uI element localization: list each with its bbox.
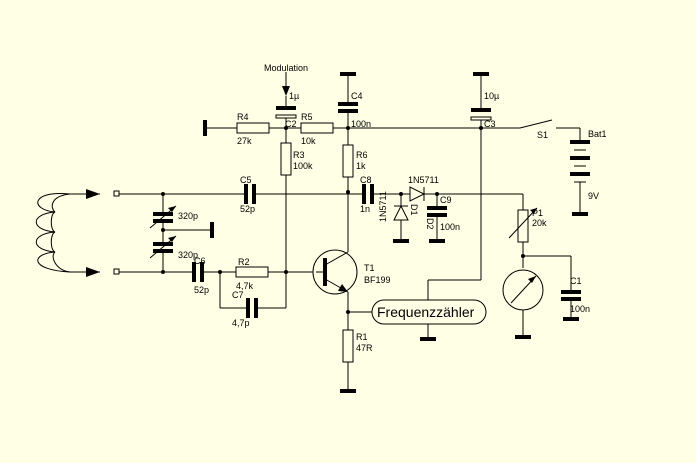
label-r5-name: R5 bbox=[301, 112, 313, 122]
label-r2-value: 4,7k bbox=[236, 281, 254, 291]
coil-inductor bbox=[35, 189, 100, 277]
capacitor-c9 bbox=[427, 194, 447, 243]
label-bat1: Bat1 bbox=[588, 129, 607, 139]
label-p1-value: 20k bbox=[532, 218, 547, 228]
label-c1-value: 100n bbox=[570, 304, 590, 314]
diode-d1 bbox=[393, 194, 409, 243]
resistor-r3 bbox=[280, 142, 292, 176]
label-c9-name: C9 bbox=[440, 195, 452, 205]
label-r5-value: 10k bbox=[301, 136, 316, 146]
capacitor-c8 bbox=[362, 184, 374, 204]
capacitor-c4 bbox=[338, 72, 358, 128]
capacitor-c1 bbox=[561, 256, 581, 321]
frequency-counter-box bbox=[371, 299, 487, 341]
label-c8-name: C8 bbox=[360, 175, 372, 185]
label-r3-name: R3 bbox=[293, 150, 305, 160]
label-s1: S1 bbox=[537, 130, 548, 140]
modulation-input bbox=[282, 72, 290, 106]
resistor-r5 bbox=[300, 122, 334, 134]
label-r1-value: 47R bbox=[356, 343, 373, 353]
capacitor-c5 bbox=[244, 184, 256, 204]
label-c2-value: 1µ bbox=[289, 91, 299, 101]
label-trim1-value: 320p bbox=[178, 211, 198, 221]
switch-s1 bbox=[519, 119, 581, 140]
label-r2-name: R2 bbox=[238, 257, 250, 267]
label-d2-part: 1N5711 bbox=[408, 175, 439, 185]
label-c7-name: C7 bbox=[232, 290, 244, 300]
resistor-r4 bbox=[236, 122, 270, 134]
label-d1-part: 1N5711 bbox=[378, 191, 388, 222]
transistor-t1 bbox=[312, 249, 358, 330]
label-c3-value: 10µ bbox=[484, 91, 499, 101]
label-c1-name: C1 bbox=[570, 276, 582, 286]
label-c6-value: 52p bbox=[194, 285, 209, 295]
label-modulation: Modulation bbox=[264, 63, 308, 73]
label-c7-value: 4,7p bbox=[232, 318, 250, 328]
label-c5-name: C5 bbox=[240, 175, 252, 185]
battery-bat1 bbox=[570, 140, 590, 216]
label-r1-name: R1 bbox=[356, 332, 368, 342]
label-c4-value: 100n bbox=[351, 119, 371, 129]
label-t1-part: BF199 bbox=[364, 275, 391, 285]
label-bat-voltage: 9V bbox=[588, 191, 599, 201]
resistor-r2 bbox=[235, 266, 269, 278]
label-t1-name: T1 bbox=[364, 263, 375, 273]
label-r4-name: R4 bbox=[237, 112, 249, 122]
capacitor-c7 bbox=[219, 272, 287, 318]
capacitor-c6 bbox=[192, 262, 204, 282]
label-d1-name: D1 bbox=[409, 204, 419, 216]
capacitor-c3 bbox=[427, 72, 492, 300]
label-c2-name: C2 bbox=[285, 119, 297, 129]
diode-d2 bbox=[409, 186, 523, 202]
trimmer-capacitor-upper bbox=[149, 194, 214, 242]
label-r6-value: 1k bbox=[356, 161, 366, 171]
label-c5-value: 52p bbox=[240, 204, 255, 214]
label-c6-name: C6 bbox=[194, 256, 206, 266]
label-r3-value: 100k bbox=[293, 161, 313, 171]
meter-gauge bbox=[502, 269, 544, 339]
label-c3-name: C3 bbox=[484, 119, 496, 129]
label-r6-name: R6 bbox=[356, 150, 368, 160]
label-p1-name: P1 bbox=[532, 208, 543, 218]
label-d2-name: D2 bbox=[425, 218, 435, 230]
resistor-r1 bbox=[342, 329, 354, 363]
label-c9-value: 100n bbox=[440, 222, 460, 232]
label-c4-name: C4 bbox=[351, 91, 363, 101]
resistor-r6 bbox=[342, 144, 354, 178]
trimmer-capacitor-lower bbox=[149, 235, 177, 272]
label-r4-value: 27k bbox=[237, 136, 252, 146]
label-c8-value: 1n bbox=[360, 204, 370, 214]
label-trim2-value: 320p bbox=[178, 250, 198, 260]
label-frequency-counter: Frequenzzähler bbox=[377, 304, 475, 320]
